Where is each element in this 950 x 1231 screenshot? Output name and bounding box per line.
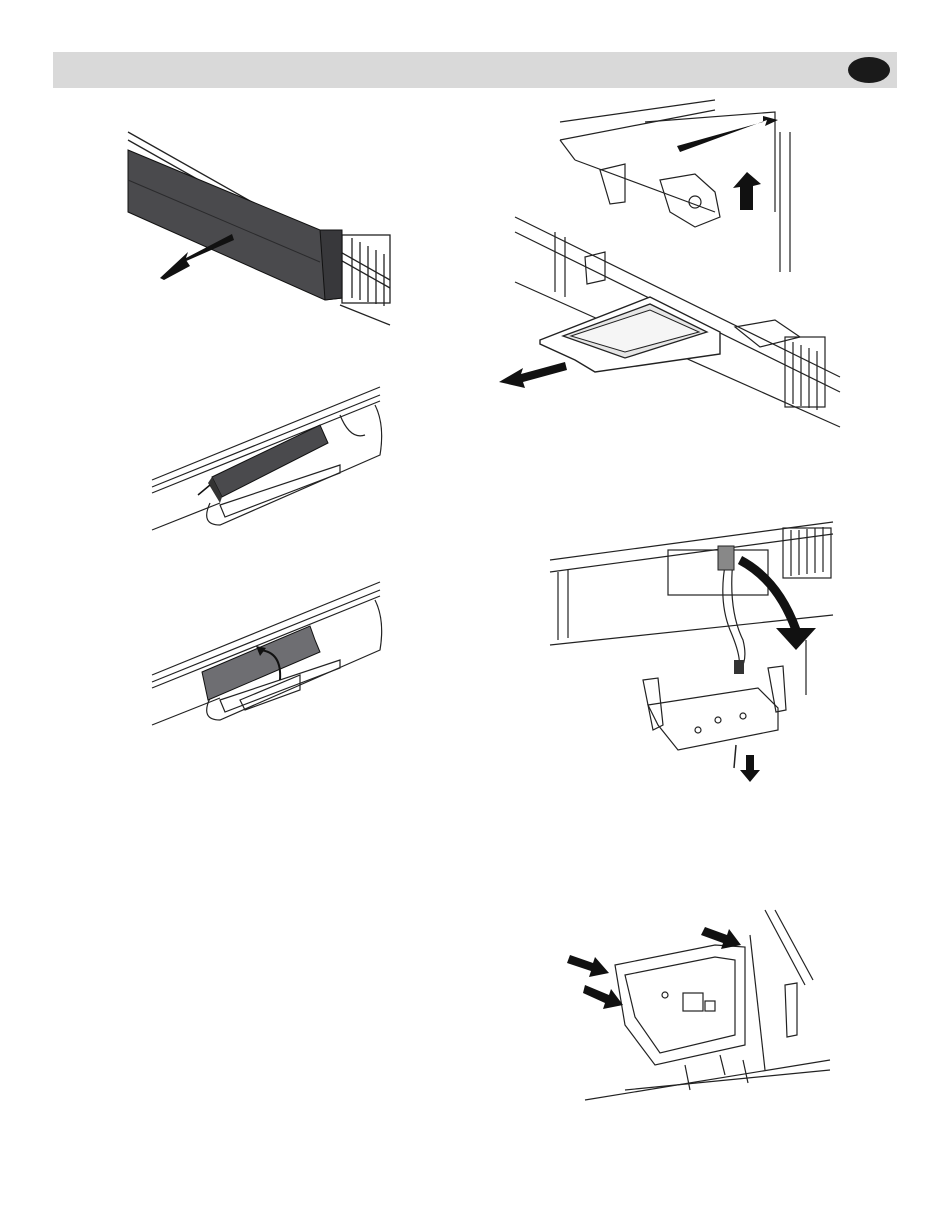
section-badge [848, 57, 890, 83]
figure-bracket-tabs [565, 905, 835, 1105]
figure-slide-out-drain-pan [495, 92, 845, 432]
section-header-bar [53, 52, 897, 88]
figure-remove-bracket [548, 520, 838, 780]
figure-drain-pan-open [150, 580, 390, 730]
figure-remove-grille-cover [120, 130, 400, 330]
figure-drain-pan-closed [150, 385, 390, 535]
